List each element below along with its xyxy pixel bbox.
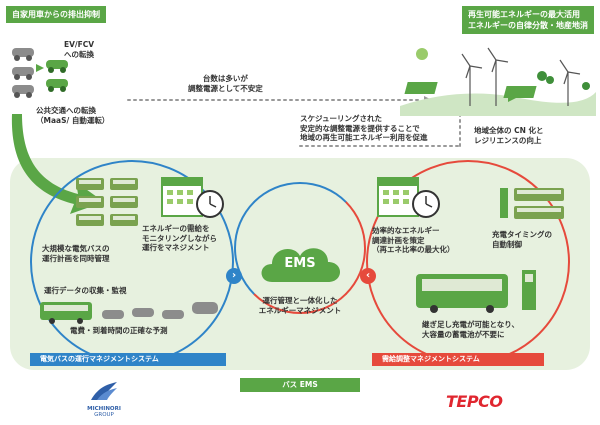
ems-mgmt-line2: エネルギーマネジメント bbox=[258, 305, 342, 315]
storage-text: 継ぎ足し充電が可能となり、 大容量の蓄電池が不要に bbox=[422, 320, 519, 339]
monitor-line3: 運行をマネジメント bbox=[142, 243, 210, 252]
monitor-line1: エネルギーの需給を bbox=[142, 224, 210, 233]
monitor-text: エネルギーの需給を モニタリングしながら 運行をマネジメント bbox=[142, 224, 217, 253]
ems-mgmt-text: 運行管理と一体化した エネルギーマネジメント bbox=[248, 296, 352, 315]
cn-line2: レジリエンスの向上 bbox=[474, 135, 542, 145]
header-right-label: 再生可能エネルギーの最大活用 エネルギーの自律分散・地産地消 bbox=[462, 6, 594, 34]
evfcv-line2: への転換 bbox=[64, 49, 94, 59]
calendar-clock-icon bbox=[161, 177, 224, 218]
header-right-line2: エネルギーの自律分散・地産地消 bbox=[468, 21, 588, 30]
efficient-line2: 調達計画を策定 bbox=[372, 235, 425, 245]
solar-panel-icon bbox=[404, 82, 537, 98]
michinori-logo: MICHINORI GROUP bbox=[84, 380, 124, 418]
left-system-bar: 電気バスの運行マネジメントシステム bbox=[30, 353, 226, 366]
right-system-bar: 需給調整マネジメントシステム bbox=[372, 353, 544, 366]
unstable-line2: 調整電源として不安定 bbox=[188, 83, 263, 93]
storage-line1: 継ぎ足し充電が可能となり、 bbox=[422, 320, 519, 329]
ev-cars-icon bbox=[12, 48, 68, 98]
collect-text: 運行データの収集・監視 bbox=[44, 286, 127, 295]
bus-charger-icon bbox=[416, 270, 536, 313]
sched-line3: 地域の再生可能エネルギー利用を促進 bbox=[300, 133, 428, 142]
tepco-logo: TEPCO bbox=[446, 392, 503, 411]
ems-label: EMS bbox=[284, 256, 316, 271]
michinori-mark-icon bbox=[91, 382, 117, 400]
efficient-text: 効率的なエネルギー 調達計画を策定 （再エネ比率の最大化） bbox=[372, 226, 455, 255]
cn-text: 地域全体の CN 化と レジリエンスの向上 bbox=[474, 126, 544, 145]
ems-mgmt-line1: 運行管理と一体化した bbox=[262, 296, 338, 305]
sched-line1: スケジューリングされた bbox=[300, 114, 382, 123]
sun-icon bbox=[416, 48, 428, 60]
charging-bus-icon bbox=[500, 188, 564, 219]
center-ring bbox=[234, 182, 366, 314]
evfcv-line1: EV/FCV bbox=[64, 40, 95, 49]
ems-cloud-icon bbox=[261, 248, 340, 282]
large-line1: 大規模な電気バスの bbox=[42, 244, 110, 253]
efficient-line3: （再エネ比率の最大化） bbox=[372, 245, 455, 254]
michinori-line1: MICHINORI bbox=[87, 406, 121, 412]
predict-text: 電費・到着時間の正確な予測 bbox=[70, 326, 168, 335]
unstable-line1: 台数は多いが bbox=[202, 74, 248, 83]
bus-fleet-icon bbox=[76, 178, 138, 226]
unstable-text: 台数は多いが 調整電源として不安定 bbox=[188, 74, 263, 93]
timing-line2: 自動制御 bbox=[492, 239, 522, 249]
transit-line1: 公共交通への転換 bbox=[36, 106, 96, 115]
trees-icon bbox=[537, 71, 590, 90]
evfcv-text: EV/FCV への転換 bbox=[64, 40, 94, 59]
header-left-label: 自家用車からの排出抑制 bbox=[6, 6, 106, 23]
monitor-line2: モニタリングしながら bbox=[142, 233, 217, 243]
chevron-left-icon: ‹ bbox=[360, 268, 376, 284]
michinori-line2: GROUP bbox=[94, 412, 114, 418]
timing-line1: 充電タイミングの bbox=[492, 230, 552, 239]
cn-line1: 地域全体の CN 化と bbox=[474, 126, 544, 135]
efficient-line1: 効率的なエネルギー bbox=[372, 226, 440, 235]
calendar-clock-icon-right bbox=[377, 177, 440, 218]
transit-line2: （MaaS/ 自動運転） bbox=[36, 115, 110, 125]
large-scale-text: 大規模な電気バスの 運行計画を同時管理 bbox=[42, 244, 110, 263]
chevron-right-icon: › bbox=[226, 268, 242, 284]
bus-cars-icon bbox=[40, 302, 218, 324]
header-right-line1: 再生可能エネルギーの最大活用 bbox=[468, 10, 580, 19]
storage-line2: 大容量の蓄電池が不要に bbox=[422, 329, 505, 339]
wind-turbine-icon bbox=[461, 47, 581, 106]
sched-line2: 安定的な調整電源を提供することで bbox=[300, 123, 420, 133]
renewable-scene-icon bbox=[400, 47, 596, 116]
large-line2: 運行計画を同時管理 bbox=[42, 253, 110, 263]
bus-ems-label: バス EMS bbox=[240, 378, 360, 392]
scheduling-text: スケジューリングされた 安定的な調整電源を提供することで 地域の再生可能エネルギ… bbox=[300, 114, 428, 143]
timing-text: 充電タイミングの 自動制御 bbox=[492, 230, 552, 249]
transit-text: 公共交通への転換 （MaaS/ 自動運転） bbox=[36, 106, 109, 125]
